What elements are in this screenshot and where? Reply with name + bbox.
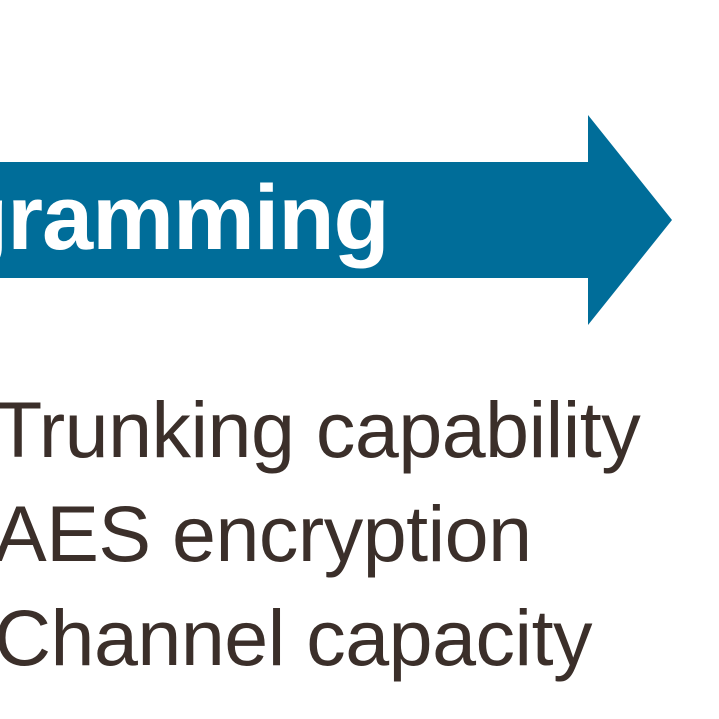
arrow-body <box>0 115 672 325</box>
feature-item-trunking: Trunking capability <box>0 385 641 474</box>
feature-list: Trunking capability AES encryption Chann… <box>0 378 641 690</box>
arrow-label: gramming <box>0 167 390 269</box>
feature-item-capacity: Channel capacity <box>0 593 593 682</box>
feature-item-encryption: AES encryption <box>0 489 532 578</box>
